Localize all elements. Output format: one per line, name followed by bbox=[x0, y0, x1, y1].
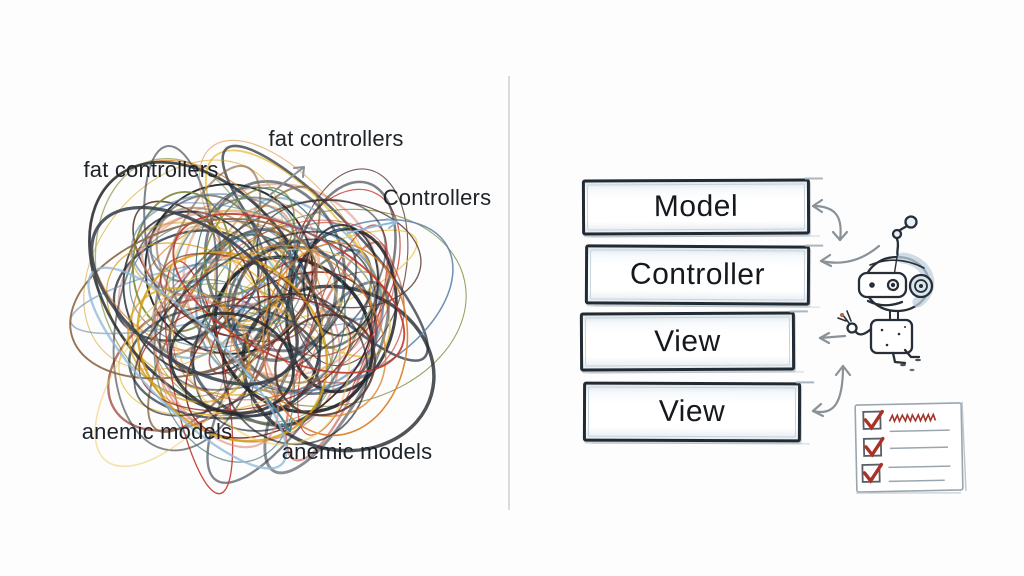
checklist-card bbox=[854, 401, 967, 494]
robot-mouth bbox=[866, 299, 904, 307]
tangle-loop bbox=[195, 186, 346, 392]
box-model: Model bbox=[581, 177, 823, 238]
box-view-2-label: View bbox=[658, 394, 726, 429]
arrow-model-down-icon bbox=[811, 198, 849, 242]
tangle-loop bbox=[140, 202, 375, 327]
label-controllers: Controllers bbox=[382, 185, 492, 210]
sketch-overshoot bbox=[804, 177, 823, 180]
arrow-into-controller-icon bbox=[819, 244, 881, 268]
robot-illustration bbox=[837, 215, 935, 372]
tangle-loop bbox=[274, 313, 377, 417]
robot-tool-icon bbox=[837, 310, 852, 324]
box-controller: Controller bbox=[584, 244, 824, 308]
tangle-loop bbox=[90, 205, 299, 386]
sketch-overshoot bbox=[593, 304, 820, 308]
arrow-to-controllers-icon bbox=[347, 218, 398, 234]
box-model-label: Model bbox=[653, 189, 739, 224]
tangle-loop bbox=[138, 295, 351, 412]
box-view-1-label: View bbox=[654, 324, 721, 358]
tangle-loop bbox=[69, 217, 318, 380]
robot-antenna-icon bbox=[895, 237, 901, 261]
sketch-overshoot bbox=[789, 310, 808, 313]
panel-divider bbox=[508, 76, 510, 510]
tangle-arrows bbox=[265, 166, 398, 432]
robot-body bbox=[869, 318, 914, 355]
sketch-overshoot bbox=[591, 442, 811, 445]
tangle-loop bbox=[158, 198, 387, 391]
code-tangle-drawing bbox=[69, 139, 467, 495]
tangle-loop bbox=[192, 238, 377, 432]
sketch-overshoot bbox=[805, 244, 824, 247]
tangle-loop bbox=[147, 185, 321, 433]
checklist-ruled-lines bbox=[888, 429, 951, 483]
tangle-loop bbox=[168, 311, 295, 415]
tangle-loop bbox=[151, 293, 280, 449]
tangle-loop bbox=[155, 206, 335, 384]
robot-legs bbox=[891, 348, 921, 365]
box-view-2: View bbox=[582, 381, 815, 445]
sketch-overshoot bbox=[591, 234, 820, 238]
robot-head bbox=[863, 255, 931, 313]
label-fat-controllers-left: fat controllers bbox=[83, 157, 219, 182]
tangle-loop bbox=[112, 194, 270, 452]
checklist-scribble-heading bbox=[888, 412, 937, 424]
tangle-loop bbox=[136, 251, 329, 443]
robot-goggles bbox=[857, 271, 908, 299]
robot-ear-icon bbox=[908, 273, 934, 299]
label-anemic-models-left: anemic models bbox=[81, 419, 233, 444]
arrow-into-view1-icon bbox=[818, 331, 847, 345]
tangle-loop bbox=[203, 186, 295, 295]
mvc-connector-arrows bbox=[811, 198, 881, 418]
tangle-loop bbox=[130, 193, 296, 299]
arrow-to-fat-controllers-icon bbox=[269, 166, 305, 196]
arrow-to-anemic-models-icon bbox=[265, 396, 293, 432]
label-fat-controllers-top: fat controllers bbox=[268, 126, 404, 151]
tangle-loop bbox=[224, 244, 387, 418]
label-anemic-models-bottom: anemic models bbox=[281, 439, 433, 464]
checkmark-icons bbox=[862, 409, 885, 484]
arrow-view2-up-icon bbox=[811, 364, 852, 418]
tangle-loops bbox=[69, 139, 467, 495]
tangle-loop bbox=[222, 292, 369, 446]
robot-arm bbox=[854, 327, 873, 336]
box-controller-label: Controller bbox=[629, 257, 766, 292]
checkbox-icons bbox=[861, 410, 883, 483]
tangle-loop bbox=[172, 219, 395, 401]
sketch-overshoot bbox=[589, 370, 805, 374]
tangle-loop bbox=[94, 251, 280, 468]
box-view-1: View bbox=[579, 310, 808, 374]
tangle-loop bbox=[87, 266, 288, 470]
tangle-loop bbox=[195, 225, 384, 395]
sketch-overshoot bbox=[796, 381, 815, 384]
